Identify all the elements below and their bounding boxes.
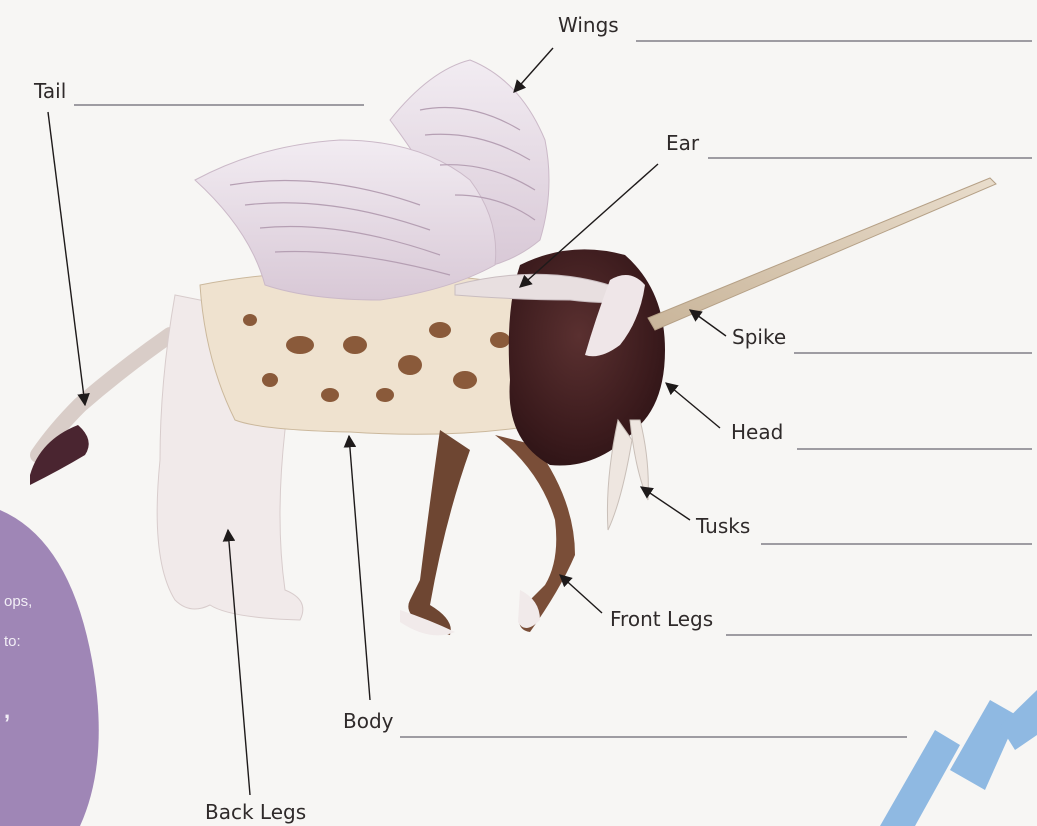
label-head-text: Head: [731, 420, 783, 444]
label-ear-text: Ear: [666, 131, 700, 155]
side-panel-line-1: ops,: [4, 593, 32, 610]
purple-side-panel: [0, 510, 99, 826]
label-back-legs-text: Back Legs: [205, 800, 306, 824]
pointer-body: [349, 436, 370, 700]
spike-shape: [648, 178, 996, 330]
label-body-text: Body: [343, 709, 394, 733]
front-legs-shape: [408, 430, 470, 635]
pointer-tail: [48, 112, 85, 405]
label-tail-text: Tail: [33, 79, 66, 103]
label-front-legs: Front Legs: [560, 575, 1032, 635]
blue-decorative-mark: [880, 690, 1037, 826]
side-panel-line-2: to:: [4, 633, 21, 650]
pointer-spike: [690, 310, 726, 336]
label-spike-text: Spike: [732, 325, 786, 349]
label-tusks-text: Tusks: [695, 514, 750, 538]
label-wings: Wings: [514, 13, 1032, 92]
label-tusks: Tusks: [641, 487, 1032, 544]
pointer-front-legs: [560, 575, 602, 613]
label-front-legs-text: Front Legs: [610, 607, 713, 631]
label-head: Head: [666, 383, 1032, 449]
label-spike: Spike: [690, 310, 1032, 353]
pointer-wings: [514, 48, 553, 92]
pointer-head: [666, 383, 720, 428]
pointer-tusks: [641, 487, 690, 520]
label-wings-text: Wings: [558, 13, 619, 37]
side-panel-line-3: ,: [4, 698, 10, 723]
creature-illustration: [30, 60, 996, 635]
